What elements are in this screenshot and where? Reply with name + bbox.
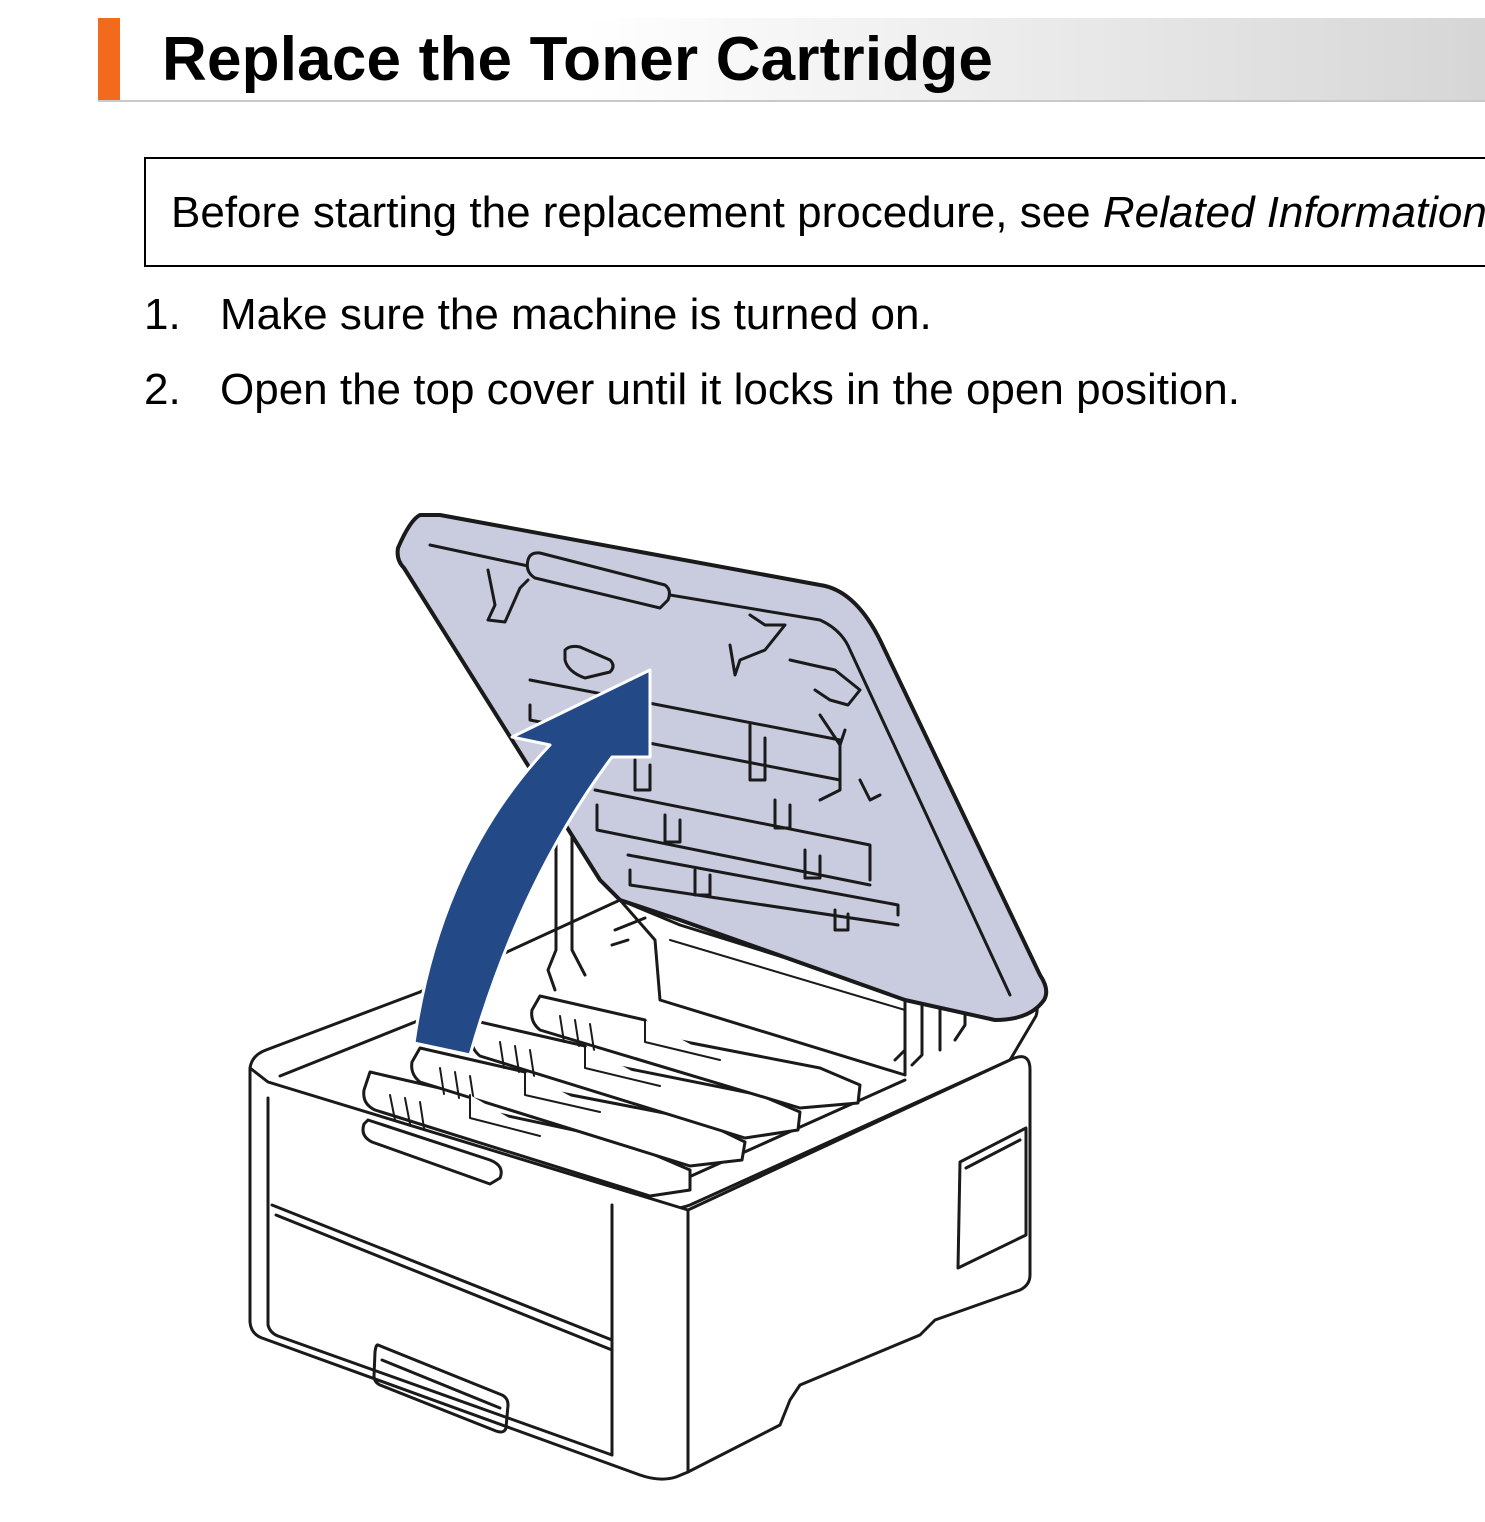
step-text: Make sure the machine is turned on.	[220, 290, 932, 339]
title-accent-stripe	[98, 18, 120, 102]
page-title: Replace the Toner Cartridge	[162, 25, 994, 94]
top-cover	[395, 513, 1049, 1022]
note-box: Before starting the replacement procedur…	[144, 157, 1485, 267]
related-information-link[interactable]: Related Information	[1102, 188, 1485, 237]
note-text-before: Before starting the replacement procedur…	[171, 188, 1103, 237]
note-text: Before starting the replacement procedur…	[171, 187, 1485, 239]
step-item-2: 2. Open the top cover until it locks in t…	[144, 364, 1240, 416]
inner-mechanism	[610, 898, 907, 1077]
printer-open-cover-illustration	[248, 513, 1049, 1481]
step-number: 1.	[144, 290, 181, 339]
open-direction-arrow-icon	[412, 668, 652, 1057]
title-bar: Replace the Toner Cartridge	[98, 18, 1485, 102]
toner-cartridges	[362, 994, 862, 1198]
step-item-1: 1. Make sure the machine is turned on.	[144, 289, 932, 341]
step-number: 2.	[144, 365, 181, 414]
step-text: Open the top cover until it locks in the…	[220, 365, 1240, 414]
